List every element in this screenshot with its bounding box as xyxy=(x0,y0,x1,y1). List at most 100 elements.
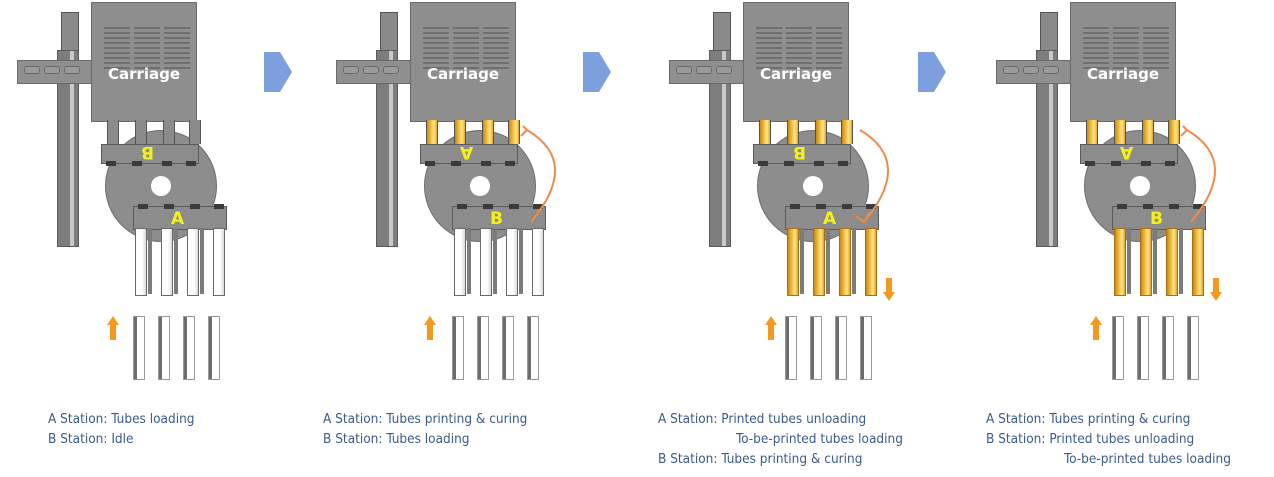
vent-slot xyxy=(104,47,130,49)
vent-slot xyxy=(104,67,130,69)
blank-tube xyxy=(1187,316,1199,380)
vent-slot xyxy=(164,32,190,34)
vent-slot xyxy=(1113,57,1139,59)
bar-clip xyxy=(816,204,826,209)
vent-slot xyxy=(1143,47,1169,49)
vent-slot xyxy=(104,32,130,34)
vent-slot xyxy=(1143,42,1169,44)
vent-slot xyxy=(816,47,842,49)
vent-slot xyxy=(816,57,842,59)
caption-station: A Station: xyxy=(658,411,718,427)
vent-slot xyxy=(816,27,842,29)
caption-station: B Station: xyxy=(323,431,383,447)
chevron-shape xyxy=(583,52,611,92)
vent-slot xyxy=(1083,57,1109,59)
vent-slot xyxy=(164,37,190,39)
lower-tube xyxy=(135,228,147,296)
rotation-arrow xyxy=(855,129,889,224)
motor xyxy=(61,12,79,54)
vent-slot xyxy=(756,27,782,29)
vent-slot xyxy=(786,37,812,39)
upper-station-label: B xyxy=(141,142,154,162)
vent-slot xyxy=(134,47,160,49)
vent-slot xyxy=(423,27,449,29)
rotation-arrowhead xyxy=(520,125,529,137)
upper-station-bar xyxy=(420,144,518,166)
vent-slot xyxy=(1083,47,1109,49)
upper-tube xyxy=(107,120,119,144)
vent-slot xyxy=(483,47,509,49)
vent-slot xyxy=(786,47,812,49)
vent-slot xyxy=(756,67,782,69)
vertical-rail xyxy=(709,50,731,247)
lower-station-label: B xyxy=(1150,209,1163,229)
lower-tube xyxy=(506,228,518,296)
vent-slot xyxy=(423,52,449,54)
arm-bolt xyxy=(64,66,80,74)
load-up-arrow xyxy=(1090,316,1102,340)
blank-tube xyxy=(452,316,464,380)
blank-tube xyxy=(1112,316,1124,380)
bar-clip xyxy=(1165,161,1175,166)
bar-clip xyxy=(505,161,515,166)
vent-slot xyxy=(134,57,160,59)
load-up-arrow xyxy=(765,316,777,340)
bar-clip xyxy=(457,204,467,209)
tube-holder xyxy=(519,228,523,294)
upper-station-label: A xyxy=(1120,142,1134,162)
vent-slot xyxy=(1113,42,1139,44)
rotation-arrow xyxy=(520,125,556,223)
lower-station-bar xyxy=(785,204,879,230)
caption-station: A Station: xyxy=(323,411,383,427)
vent-slot xyxy=(816,67,842,69)
carriage-box: Carriage xyxy=(410,2,516,122)
vent-slot xyxy=(423,42,449,44)
caption-text: Tubes loading xyxy=(386,431,470,447)
vent-slot xyxy=(423,67,449,69)
rotation-arc xyxy=(859,129,889,223)
lower-tube xyxy=(532,228,544,296)
vent-slot xyxy=(816,37,842,39)
vent-slot xyxy=(104,42,130,44)
caption-station: B Station: xyxy=(986,431,1046,447)
blank-tube xyxy=(860,316,872,380)
vent-slot xyxy=(786,42,812,44)
caption-line: B Station: Idle xyxy=(48,429,194,449)
vent-slot xyxy=(1113,47,1139,49)
caption-line: A Station: Tubes printing & curing xyxy=(323,409,527,429)
step-arrow-icon xyxy=(264,52,292,92)
bar-clip xyxy=(842,204,852,209)
blank-tube xyxy=(208,316,220,380)
vertical-rail xyxy=(57,50,79,247)
arm-bolt xyxy=(343,66,359,74)
vent-slot xyxy=(756,32,782,34)
rail-highlight xyxy=(389,51,393,246)
blank-tube xyxy=(158,316,170,380)
vent-slot xyxy=(483,27,509,29)
vent-slot xyxy=(1083,67,1109,69)
tube-holder xyxy=(467,228,471,294)
upper-station-bar xyxy=(101,144,199,166)
upper-station-label: B xyxy=(793,142,806,162)
vent-slot xyxy=(423,47,449,49)
upper-tube xyxy=(1142,120,1154,144)
upper-tube xyxy=(841,120,853,144)
rotation-arc xyxy=(1186,129,1216,223)
arm-bolt xyxy=(383,66,399,74)
caption-line: B Station: Printed tubes unloading xyxy=(986,429,1231,449)
chevron-shape xyxy=(264,52,292,92)
lower-station-bar xyxy=(452,204,546,230)
upper-tube xyxy=(815,120,827,144)
arrow-shaft xyxy=(1213,278,1219,293)
arrow-shaft xyxy=(427,324,433,340)
arm-bolt xyxy=(1023,66,1039,74)
vent-slot xyxy=(453,52,479,54)
arrow-shaft xyxy=(886,278,892,293)
vent-slot xyxy=(786,67,812,69)
vent-slot xyxy=(453,57,479,59)
blank-tube xyxy=(133,316,145,380)
rotation-arc xyxy=(526,129,556,223)
